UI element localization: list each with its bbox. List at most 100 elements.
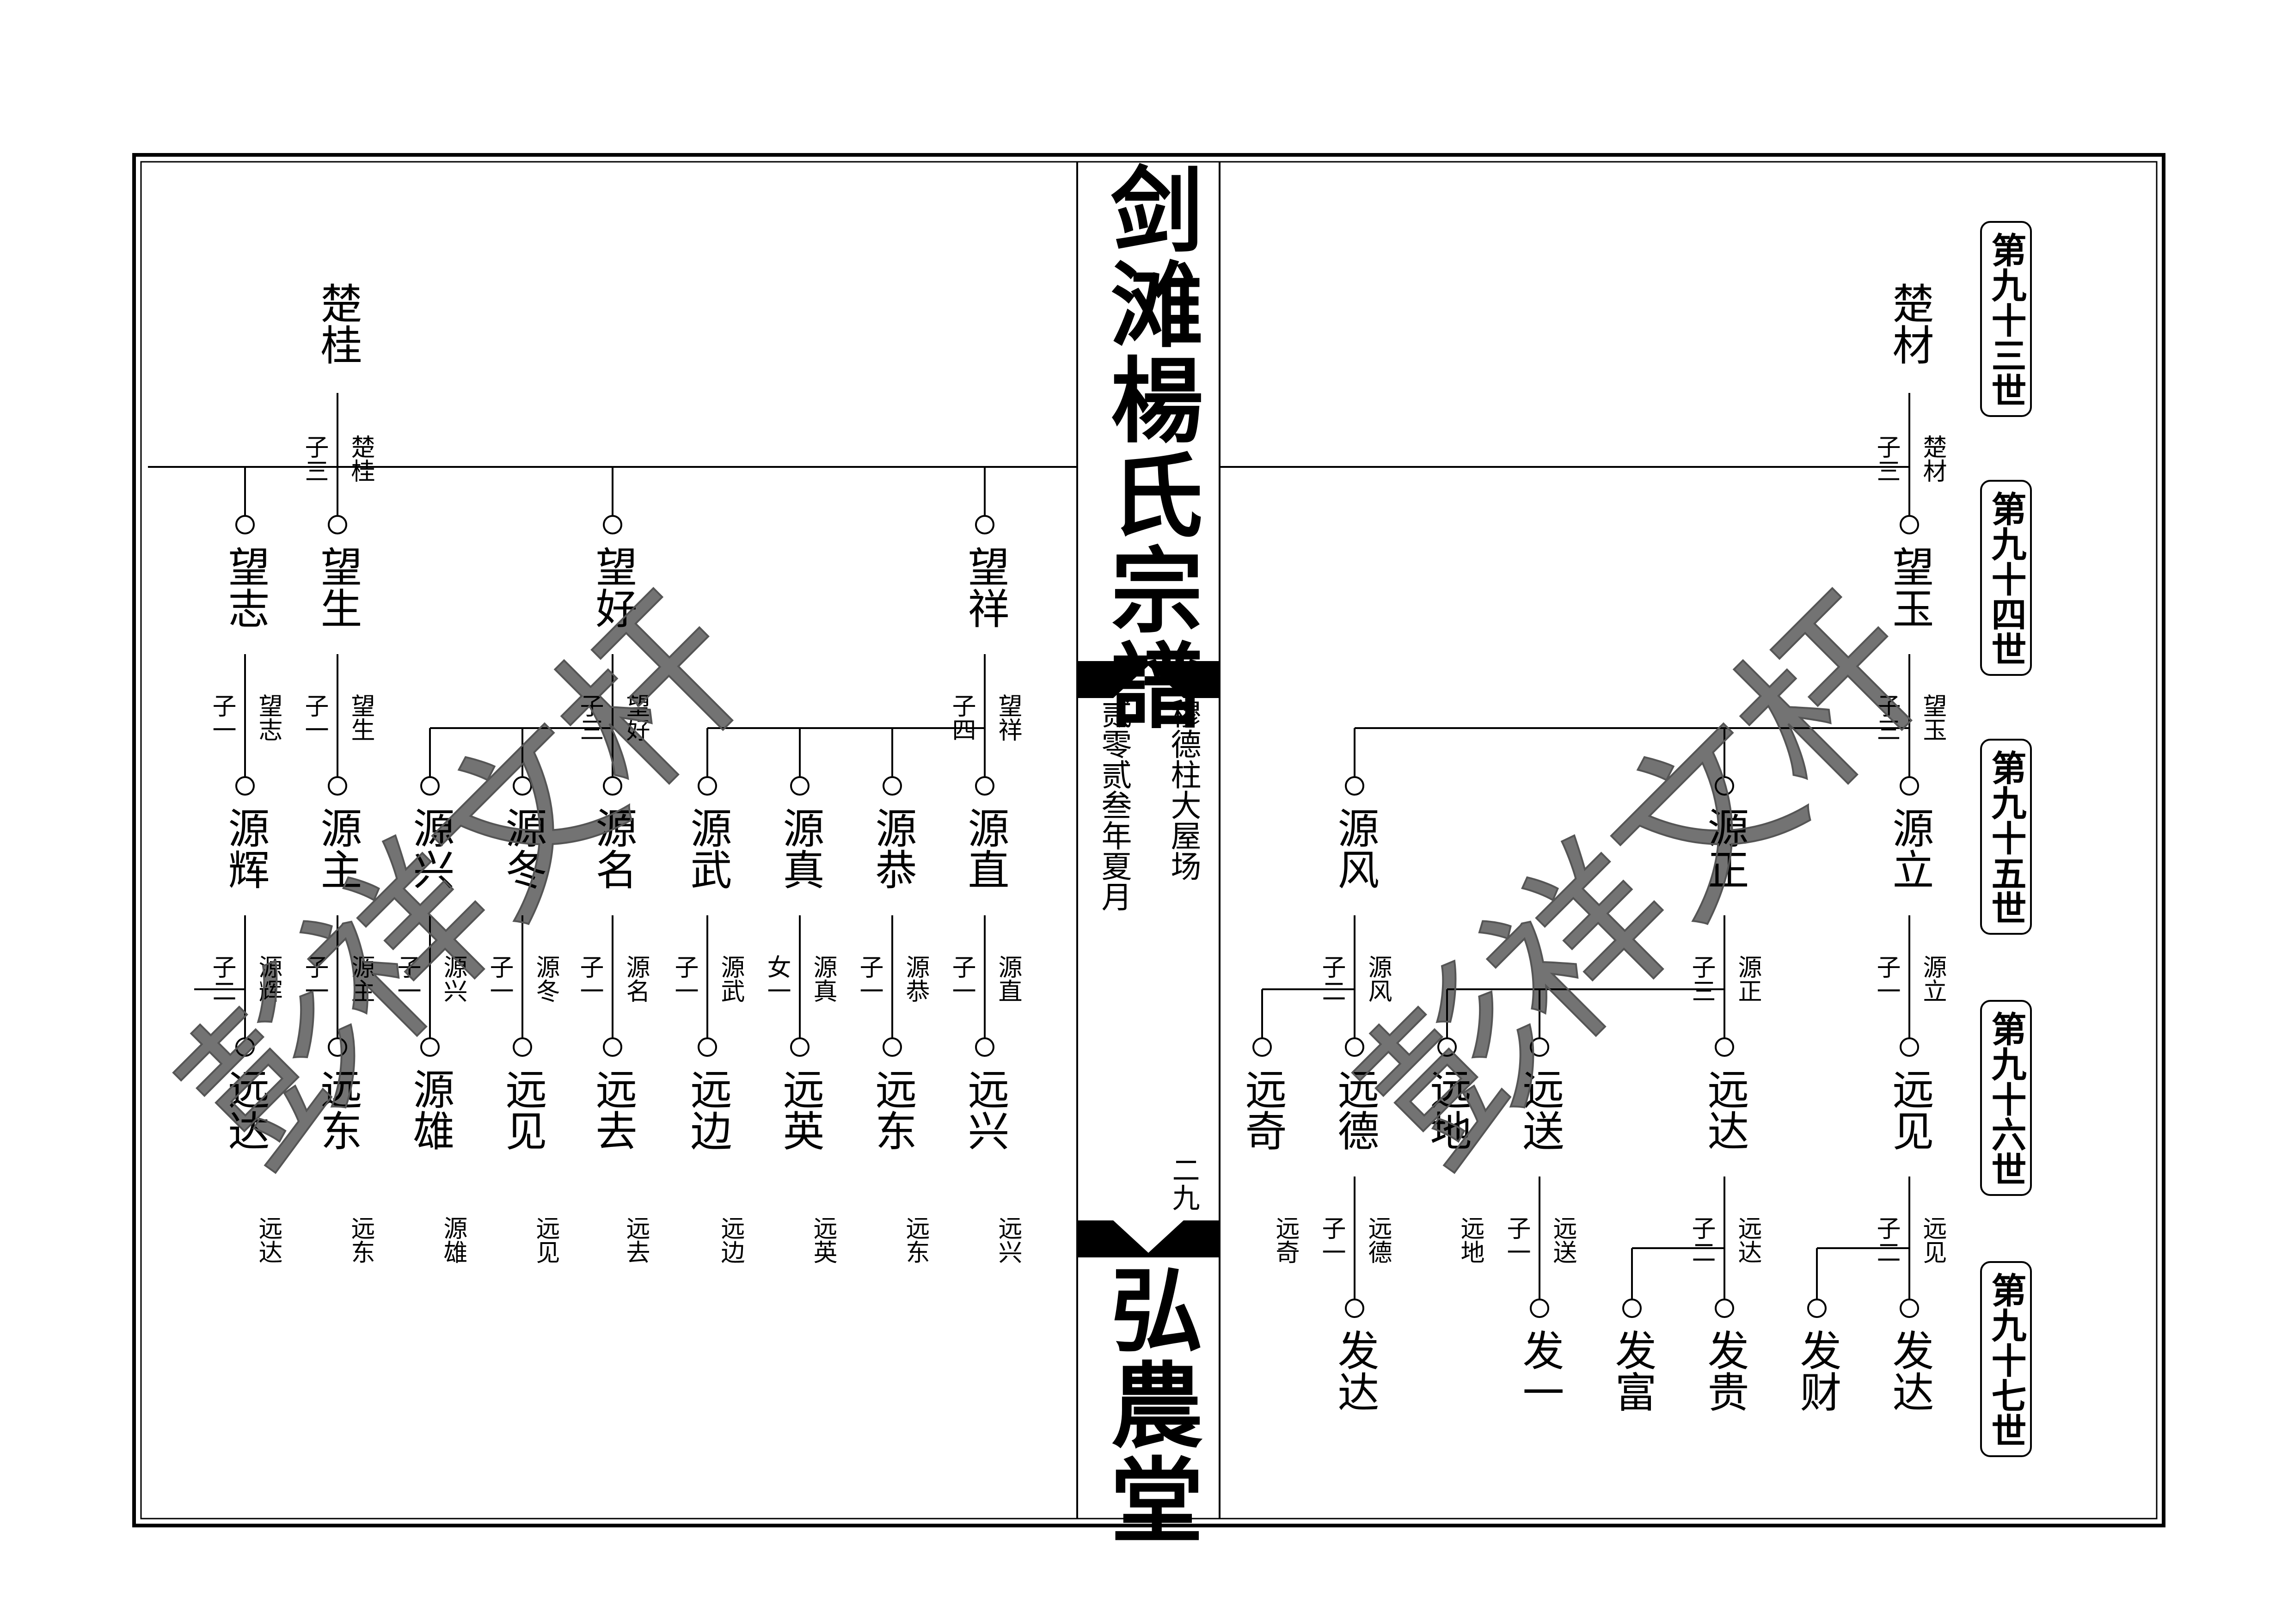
node-marker <box>328 1037 347 1057</box>
child-count-note: 子一 <box>393 955 421 1003</box>
child-count-note: 子一 <box>1318 1216 1345 1264</box>
generation-label: 第九十六世 <box>1986 1011 2027 1187</box>
node-marker <box>235 515 255 534</box>
parent-note: 远达 <box>1734 1216 1761 1264</box>
child-count-note: 子一 <box>301 693 328 742</box>
node-marker <box>1622 1299 1642 1318</box>
tree-names: 楚桂子三楚桂望祥望好望生望志子四望祥子三望好子一望生子一望志源直子一源直远兴远兴… <box>208 282 1946 1412</box>
person-name: 远见 <box>1885 1068 1934 1151</box>
parent-note: 远德 <box>1364 1216 1392 1264</box>
node-marker <box>328 515 347 534</box>
person-name: 楚桂 <box>313 282 362 365</box>
person-name: 源正 <box>1700 807 1749 890</box>
person-name: 远兴 <box>961 1068 1009 1151</box>
parent-note: 源正 <box>1734 955 1761 1003</box>
parent-note: 远奇 <box>1271 1216 1299 1264</box>
person-name: 望志 <box>221 545 270 629</box>
parent-note: 远去 <box>622 1216 650 1264</box>
parent-note: 楚桂 <box>347 435 374 483</box>
parent-note: 远兴 <box>994 1216 1022 1264</box>
person-name: 源冬 <box>498 807 547 890</box>
parent-note: 源主 <box>347 955 374 1003</box>
person-name: 远东 <box>868 1068 917 1151</box>
parent-note: 远东 <box>902 1216 929 1264</box>
node-marker <box>420 1037 440 1057</box>
parent-note: 源冬 <box>532 955 559 1003</box>
node-marker <box>1715 776 1734 796</box>
node-marker <box>603 515 622 534</box>
node-marker <box>420 776 440 796</box>
person-name: 望生 <box>313 545 362 629</box>
person-name: 发富 <box>1608 1329 1656 1412</box>
node-marker <box>975 515 994 534</box>
parent-note: 源武 <box>717 955 744 1003</box>
parent-note: 远地 <box>1456 1216 1484 1264</box>
node-marker <box>1345 776 1364 796</box>
center-spine: 剑滩楊氏宗譜 弘農堂 穆德柱大屋场 贰零贰叁年夏月 二九 <box>1076 162 1221 1548</box>
node-marker <box>1530 1299 1549 1318</box>
child-count-note: 子三 <box>1872 435 1900 483</box>
person-name: 远达 <box>1700 1068 1749 1151</box>
person-name: 远去 <box>589 1068 637 1151</box>
parent-note: 远见 <box>532 1216 559 1264</box>
child-count-note: 子四 <box>948 693 975 742</box>
node-marker <box>1530 1037 1549 1057</box>
node-marker <box>698 776 717 796</box>
child-count-note: 子一 <box>301 955 328 1003</box>
parent-note: 远英 <box>809 1216 837 1264</box>
person-name: 远见 <box>498 1068 547 1151</box>
person-name: 源风 <box>1331 807 1379 890</box>
inner-border <box>140 161 2158 1520</box>
parent-note: 远达 <box>254 1216 282 1264</box>
person-name: 望祥 <box>961 545 1009 629</box>
child-count-note: 子三 <box>1687 955 1715 1003</box>
child-count-note: 子一 <box>948 955 975 1003</box>
book-title: 剑滩楊氏宗譜 <box>1095 162 1203 733</box>
parent-note: 源真 <box>809 955 837 1003</box>
parent-note: 源雄 <box>439 1216 467 1264</box>
node-marker <box>235 776 255 796</box>
node-marker <box>1715 1037 1734 1057</box>
parent-note: 望玉 <box>1919 693 1946 742</box>
generation-label: 第九十四世 <box>1986 491 2027 667</box>
node-marker <box>1900 1299 1919 1318</box>
outer-border <box>132 153 2165 1527</box>
parent-note: 远东 <box>347 1216 374 1264</box>
page-number: 二九 <box>1167 1156 1200 1211</box>
generation-badge <box>1980 1261 2032 1457</box>
generation-label: 第九十三世 <box>1986 232 2027 408</box>
person-name: 源立 <box>1885 807 1934 890</box>
parent-note: 望志 <box>254 693 282 742</box>
child-count-note: 子二 <box>1687 1216 1715 1264</box>
node-marker <box>1900 515 1919 534</box>
parent-note: 源立 <box>1919 955 1946 1003</box>
parent-note: 远送 <box>1549 1216 1576 1264</box>
parent-note: 源兴 <box>439 955 467 1003</box>
compile-date: 贰零贰叁年夏月 <box>1097 698 1132 912</box>
person-name: 望玉 <box>1885 545 1934 629</box>
child-count-note: 子一 <box>485 955 513 1003</box>
node-marker <box>1345 1299 1364 1318</box>
person-name: 源雄 <box>406 1068 454 1151</box>
parent-note: 源直 <box>994 955 1022 1003</box>
node-marker <box>790 1037 810 1057</box>
node-marker <box>1715 1299 1734 1318</box>
node-marker <box>1900 776 1919 796</box>
person-name: 源辉 <box>221 807 270 890</box>
child-count-note: 子一 <box>576 955 603 1003</box>
person-name: 发达 <box>1331 1329 1379 1412</box>
child-count-note: 子三 <box>576 693 603 742</box>
parent-note: 源辉 <box>254 955 282 1003</box>
person-name: 远奇 <box>1238 1068 1287 1151</box>
node-marker <box>790 776 810 796</box>
person-name: 远送 <box>1515 1068 1564 1151</box>
generation-badge <box>1980 1000 2032 1196</box>
node-marker <box>603 776 622 796</box>
node-marker <box>1900 1037 1919 1057</box>
child-count-note: 子二 <box>1872 1216 1900 1264</box>
generation-badge <box>1980 221 2032 417</box>
child-count-note: 子一 <box>1503 1216 1530 1264</box>
generation-label: 第九十五世 <box>1986 750 2027 925</box>
parent-note: 望好 <box>622 693 650 742</box>
